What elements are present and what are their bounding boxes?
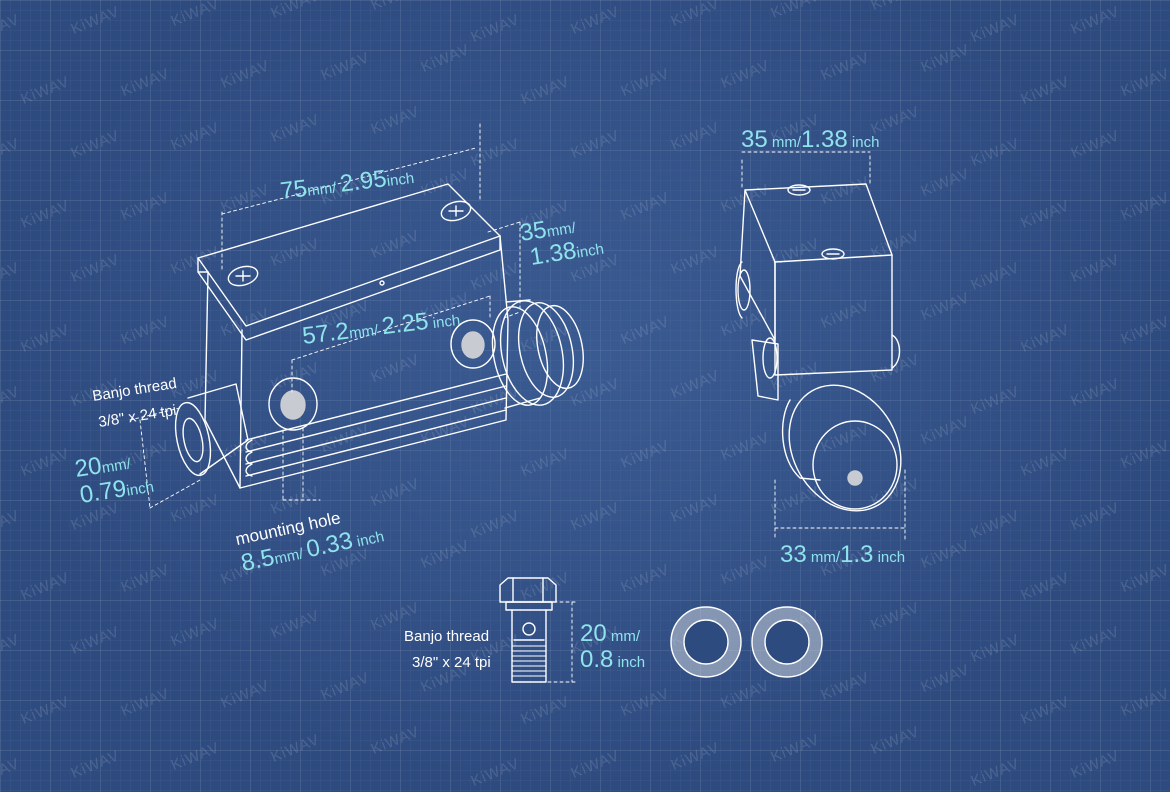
dim-side-bottom: 33 mm/1.3 inch xyxy=(780,541,906,568)
reservoir-lid xyxy=(197,183,501,327)
front-port xyxy=(174,383,249,477)
mount-hole-front xyxy=(268,377,318,431)
banjo-bolt xyxy=(499,577,576,683)
thread-bolt-label: Banjo thread xyxy=(404,628,490,645)
thread-bolt-spec: 3/8" x 24 tpi xyxy=(412,654,491,671)
master-cylinder-side-view xyxy=(735,151,906,541)
body-ribs xyxy=(245,373,507,477)
master-cylinder-iso-view xyxy=(129,123,584,509)
lid-screw-rear xyxy=(440,200,472,222)
lid-screw-front xyxy=(227,265,259,287)
rear-port xyxy=(491,299,584,409)
crush-washer-1 xyxy=(670,606,742,678)
dim-bolt-length: 20 mm/ xyxy=(580,620,641,647)
dim-bolt-length-inch: 0.8 inch xyxy=(580,646,646,673)
dim-side-width: 35 mm/1.38 inch xyxy=(741,126,880,153)
mount-hole-rear xyxy=(450,319,496,369)
crush-washer-2 xyxy=(751,606,823,678)
side-bulb xyxy=(788,384,902,512)
body-outline xyxy=(204,235,509,489)
iso-dimension-lines xyxy=(129,123,521,509)
side-lid xyxy=(744,183,893,263)
